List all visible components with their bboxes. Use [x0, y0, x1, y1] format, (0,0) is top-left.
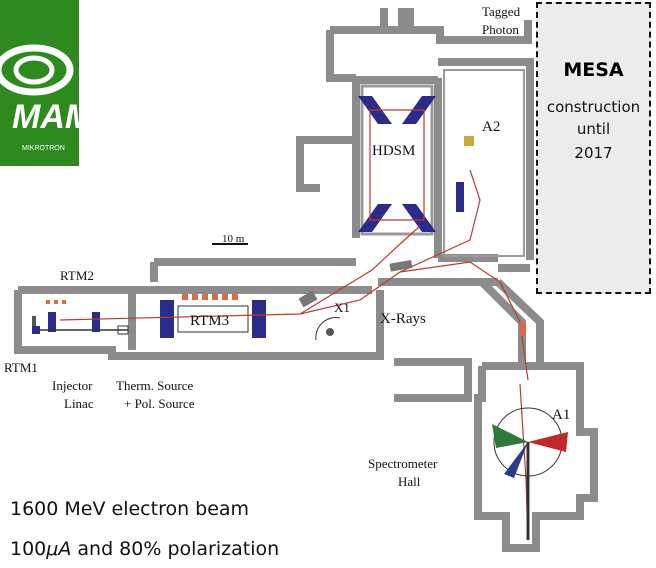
rtm3-magnets [160, 300, 266, 338]
beam-energy-note: 1600 MeV electron beam [10, 498, 250, 520]
mesa-line-until: until [576, 120, 611, 138]
rtm3-racetrack-magnets [182, 294, 238, 300]
beam-current-unit: μA [46, 538, 72, 560]
label-rtm1: RTM1 [4, 360, 38, 375]
beam-lines [59, 109, 529, 541]
label-hdsm: HDSM [372, 143, 416, 159]
label-pol-source: + Pol. Source [124, 396, 195, 411]
label-injector: Injector [52, 378, 93, 393]
beam-polarization-text: and 80% polarization [71, 538, 280, 560]
mesa-construction-area: MESA construction until 2017 [536, 2, 651, 294]
mesa-line-construction: construction [546, 98, 641, 116]
label-a1: A1 [552, 407, 571, 423]
beam-current-note: 100μA and 80% polarization [10, 538, 279, 560]
beam-current-value: 100 [10, 538, 47, 560]
building-walls [14, 8, 598, 552]
label-spectrometer: Spectrometer [368, 456, 438, 471]
label-rtm2: RTM2 [60, 268, 94, 283]
label-hall: Hall [398, 474, 421, 489]
label-scale: 10 m [222, 233, 245, 245]
corridor-equipment [298, 136, 526, 336]
label-x1: X1 [334, 300, 350, 315]
mesa-line-year: 2017 [574, 144, 613, 162]
a1-spectrometers [492, 407, 568, 540]
svg-text:MIKROTRON: MIKROTRON [22, 145, 65, 152]
mesa-title: MESA [563, 59, 624, 81]
label-rtm3: RTM3 [190, 313, 230, 329]
label-photon: Photon [482, 22, 519, 37]
label-therm-source: Therm. Source [116, 378, 194, 393]
label-x-rays: X-Rays [380, 311, 426, 327]
label-tagged: Tagged [482, 4, 521, 19]
label-a2: A2 [482, 119, 501, 135]
label-linac: Linac [64, 396, 94, 411]
rtm2-components [32, 300, 129, 335]
